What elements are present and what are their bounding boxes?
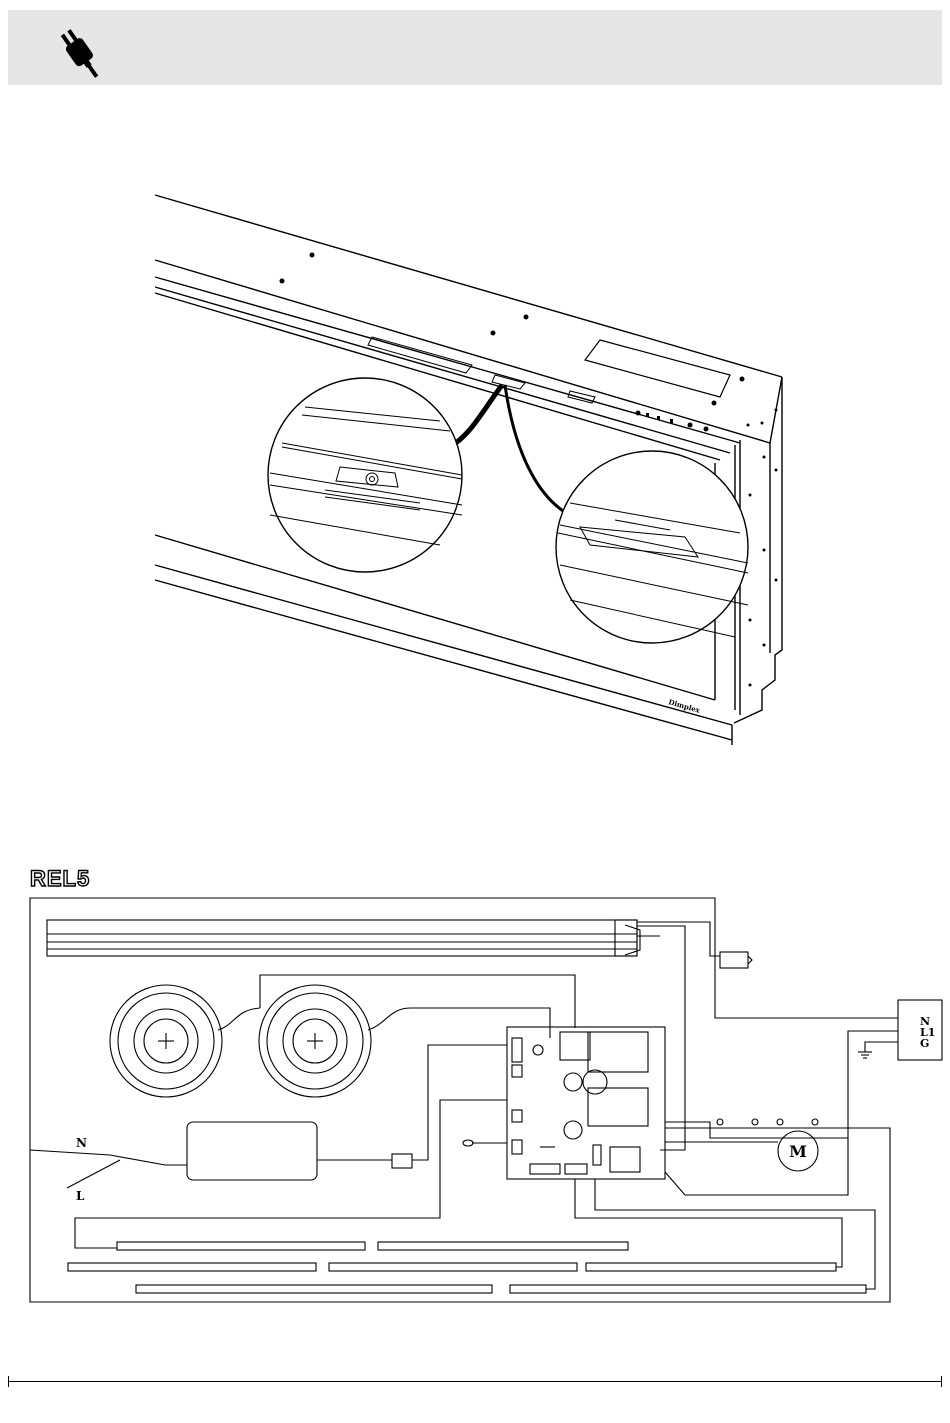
fan-left [110, 985, 222, 1097]
power-supply [187, 1122, 317, 1180]
cord-label-n: N [76, 1136, 87, 1150]
fan-right [259, 985, 371, 1097]
power-plug-icon [48, 26, 112, 80]
footer-tick-left [8, 1376, 9, 1387]
header-bar [8, 10, 942, 85]
motor-label: M [789, 1142, 807, 1161]
cord-label-l: L [76, 1189, 85, 1203]
fireplace-illustration: Dimplex [150, 185, 790, 750]
led-strip-top [47, 920, 637, 956]
control-board [507, 1027, 665, 1179]
footer-tick-right [941, 1376, 942, 1387]
footer-rule [8, 1381, 942, 1382]
terminal-g: G [920, 1037, 929, 1050]
wiring-diagram: N L1 G M N [20, 860, 945, 1315]
